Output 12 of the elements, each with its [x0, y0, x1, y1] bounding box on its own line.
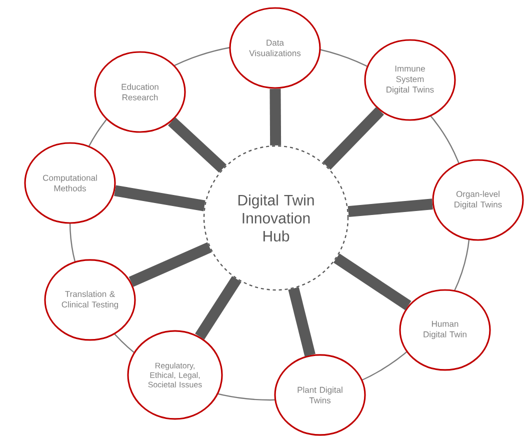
connector-bar	[322, 107, 384, 170]
connector-bar	[270, 88, 282, 146]
node-label: Regulatory, Ethical, Legal, Societal Issues	[148, 362, 202, 388]
connector-bar	[288, 287, 316, 356]
connector-bar	[333, 254, 412, 310]
connector-bar	[128, 242, 212, 287]
connector-bar	[348, 198, 433, 218]
connector-bar	[195, 276, 242, 340]
connector-bar	[168, 117, 226, 173]
node-label: Organ-level Digital Twins	[454, 190, 502, 210]
node-label: Plant Digital Twins	[298, 386, 342, 404]
connector-bar	[114, 185, 206, 212]
